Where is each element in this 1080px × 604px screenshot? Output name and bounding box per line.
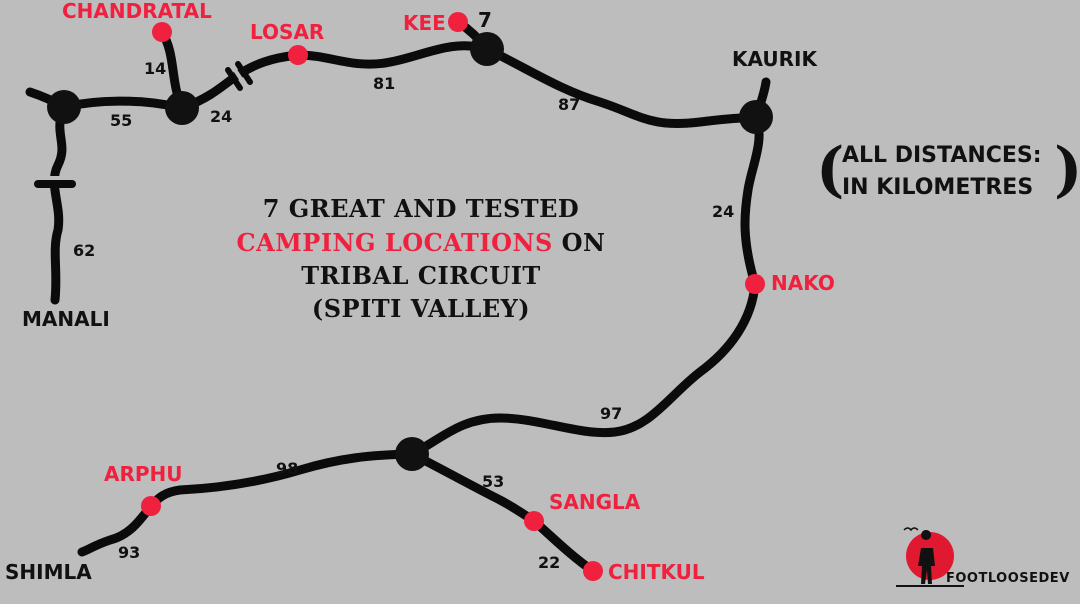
place-labels: CHANDRATAL LOSAR KEE 7 KAURIK NAKO MANAL… <box>5 0 835 584</box>
note-close-brace: ) <box>1054 135 1080 205</box>
road-arphu-shimla <box>77 501 156 557</box>
junction-hub <box>395 437 429 471</box>
brand-bird-icon <box>903 527 919 532</box>
map-title: 7 GREAT AND TESTED CAMPING LOCATIONS ON … <box>236 194 605 323</box>
marker-arphu[interactable] <box>141 496 161 516</box>
marker-nako[interactable] <box>745 274 765 294</box>
distance-hub-sangla: 53 <box>482 472 504 491</box>
road-manali-junction <box>49 107 67 305</box>
road-nako-hub <box>407 279 760 459</box>
note-line-2: IN KILOMETRES <box>842 175 1033 200</box>
marker-sangla[interactable] <box>524 511 544 531</box>
marker-chandratal[interactable] <box>152 22 172 42</box>
camping-markers <box>141 12 765 581</box>
brand-logo: FOOTLOOSEDEV <box>896 527 1070 587</box>
road-hub-arphu <box>146 449 417 511</box>
label-arphu: ARPHU <box>104 462 183 486</box>
label-losar: LOSAR <box>250 20 324 44</box>
label-nako: NAKO <box>771 271 835 295</box>
label-sangla: SANGLA <box>549 490 641 514</box>
marker-chitkul[interactable] <box>583 561 603 581</box>
road-network <box>25 17 771 576</box>
road-kee-kaurik <box>482 44 761 129</box>
title-line-3: TRIBAL CIRCUIT <box>301 261 541 290</box>
junction-chandratal <box>165 91 199 125</box>
distance-sangla-chitkul: 22 <box>538 553 560 572</box>
distance-hub-arphu: 98 <box>276 459 298 478</box>
distance-labels: 14 55 24 81 87 24 62 97 98 53 22 93 <box>73 59 734 572</box>
distance-chandratal-junction: 14 <box>144 59 166 78</box>
distance-junction-losar: 24 <box>210 107 232 126</box>
junction-kee <box>470 32 504 66</box>
road-breaks <box>34 61 253 188</box>
distance-kee-kaurik: 87 <box>558 95 580 114</box>
title-line-4: (SPITI VALLEY) <box>312 294 530 323</box>
label-shimla: SHIMLA <box>5 560 92 584</box>
road-junction-chandratal <box>59 96 187 113</box>
label-kee: KEE <box>403 11 446 35</box>
note-line-1: ALL DISTANCES: <box>842 143 1042 168</box>
distance-kaurik-nako: 24 <box>712 202 734 221</box>
title-line-2-rest: ON <box>553 228 606 257</box>
label-kaurik: KAURIK <box>732 47 818 71</box>
road-junction-losar <box>177 50 303 113</box>
label-chitkul: CHITKUL <box>608 560 705 584</box>
marker-kee[interactable] <box>448 12 468 32</box>
title-line-2: CAMPING LOCATIONS ON <box>236 228 605 257</box>
brand-hiker-icon <box>918 530 935 584</box>
title-line-1: 7 GREAT AND TESTED <box>263 194 580 223</box>
label-chandratal: CHANDRATAL <box>62 0 212 23</box>
junctions <box>47 32 773 471</box>
break-mark-losar-gap <box>231 65 247 87</box>
marker-losar[interactable] <box>288 45 308 65</box>
break-mark-losar-2 <box>235 61 253 85</box>
distance-nako-hub: 97 <box>600 404 622 423</box>
break-mark-losar-1 <box>225 67 243 91</box>
distance-junction-west: 55 <box>110 111 132 130</box>
brand-name: FOOTLOOSEDEV <box>946 571 1070 586</box>
title-highlight: CAMPING LOCATIONS <box>236 228 552 257</box>
road-hub-sangla <box>407 449 539 526</box>
label-kee-count: 7 <box>478 8 492 32</box>
distance-note: ( ALL DISTANCES: IN KILOMETRES ) <box>816 135 1080 205</box>
junction-kaurik <box>739 100 773 134</box>
junction-west <box>47 90 81 124</box>
road-losar-kee <box>293 41 492 69</box>
distance-manali-junction: 62 <box>73 241 95 260</box>
road-kaurik-nako <box>740 112 764 289</box>
note-open-brace: ( <box>816 135 844 205</box>
distance-losar-kee: 81 <box>373 74 395 93</box>
label-manali: MANALI <box>22 307 110 331</box>
distance-arphu-shimla: 93 <box>118 543 140 562</box>
